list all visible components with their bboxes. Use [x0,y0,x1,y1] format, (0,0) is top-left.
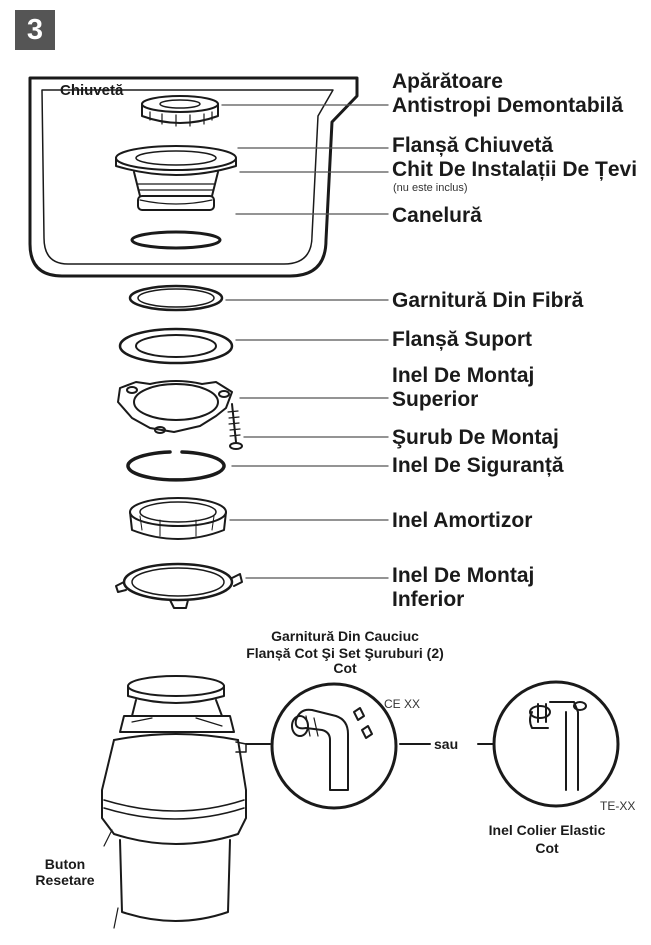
label-splash-guard-line1: Apărătoare [392,70,503,93]
sink-basin-inner [41,89,334,265]
leader-lines [221,104,389,579]
sink-flange-part [115,145,237,211]
disposer-unit [101,675,247,929]
mounting-screw-part [227,403,243,450]
cushion-ring-part [129,497,227,540]
backup-flange-part [118,327,234,365]
label-rubber-gasket-line2: Flanșă Cot Şi Set Şuruburi (2) [246,645,444,661]
label-upper-ring-line2: Superior [392,388,479,411]
label-splash-guard-line2: Antistropi Demontabilă [392,94,624,117]
label-rubber-gasket-line1: Garnitură Din Cauciuc [271,628,419,644]
sink-basin [28,76,359,278]
snap-ring-part [126,450,226,482]
label-lower-ring-line1: Inel De Montaj [392,564,535,587]
label-groove: Canelură [392,204,482,227]
ce-elbow-circle [270,682,398,810]
label-upper-ring-line1: Inel De Montaj [392,364,535,387]
label-reset-line1: Buton [44,856,86,872]
upper-mounting-ring-part [117,380,233,434]
ring-in-sink [130,230,222,250]
label-fiber-gasket: Garnitură Din Fibră [392,289,584,312]
step-number-badge: 3 [15,10,55,50]
label-sink: Chiuvetă [60,82,124,99]
label-reset-line2: Resetare [35,872,95,888]
label-rubber-gasket-line3: Cot [333,660,357,676]
label-mounting-screw: Şurub De Montaj [392,426,559,449]
label-ce-code: CE XX [384,697,421,711]
label-sink-flange: Flanșă Chiuvetă [392,134,554,157]
splash-guard-part [141,95,219,127]
label-elastic-clamp-line2: Cot [535,840,559,856]
lower-mounting-ring-part [115,562,243,609]
label-cushion-ring: Inel Amortizor [392,509,533,532]
label-te-code: TE-XX [600,799,636,813]
label-backup-flange: Flanșă Suport [392,328,533,351]
label-or: sau [434,736,459,752]
fiber-gasket-part [128,284,224,312]
label-elastic-clamp-line1: Inel Colier Elastic [488,822,606,838]
te-elbow-circle [492,680,620,808]
label-lower-ring-line2: Inferior [392,588,465,611]
label-plumbers-putty: Chit De Instalații De Țevi [392,158,638,181]
label-putty-note: (nu este inclus) [393,182,468,194]
label-snap-ring: Inel De Siguranță [392,454,564,477]
